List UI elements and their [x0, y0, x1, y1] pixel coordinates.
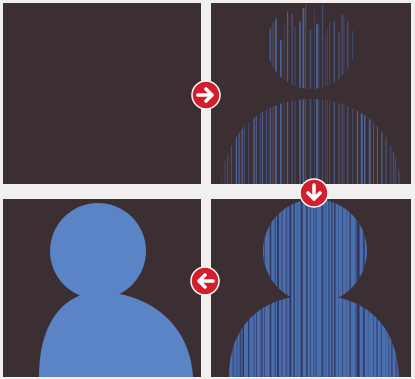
dense-striped-figure-panel: [211, 199, 411, 377]
stripe: [327, 28, 328, 184]
stripe: [338, 32, 340, 184]
stripe: [346, 199, 347, 377]
figure-head: [50, 203, 146, 299]
stripe: [350, 199, 351, 377]
stripe: [325, 35, 326, 184]
arrow-down-icon: [299, 178, 329, 208]
stripe: [316, 25, 318, 185]
stripe: [338, 199, 339, 377]
stripe: [280, 40, 282, 184]
faint-striped-figure-panel: [211, 3, 411, 184]
stripe: [294, 26, 295, 184]
stripe: [289, 199, 291, 377]
panel-background: [3, 3, 201, 184]
empty-panel: [3, 3, 201, 184]
stripe: [306, 199, 307, 377]
stripe: [326, 199, 327, 377]
stripe: [334, 21, 336, 184]
stripe: [299, 21, 301, 184]
stripe: [334, 199, 336, 377]
stripe: [321, 199, 323, 377]
stripe: [313, 199, 314, 377]
stripe: [284, 25, 285, 184]
arrow-left-icon: [190, 266, 220, 296]
stripe: [310, 199, 311, 377]
stripe: [319, 23, 320, 184]
arrow-right-icon: [191, 80, 221, 110]
stripe: [286, 199, 288, 377]
stripe: [328, 199, 329, 377]
stripe: [301, 199, 303, 377]
stripe: [310, 29, 312, 184]
stripe: [331, 199, 332, 377]
stripe: [282, 199, 283, 377]
solid-figure-panel: [3, 199, 201, 377]
stripe: [297, 199, 298, 377]
stripe: [329, 22, 330, 184]
stripe: [316, 199, 317, 377]
stripe: [293, 199, 294, 377]
stripe: [342, 199, 343, 377]
